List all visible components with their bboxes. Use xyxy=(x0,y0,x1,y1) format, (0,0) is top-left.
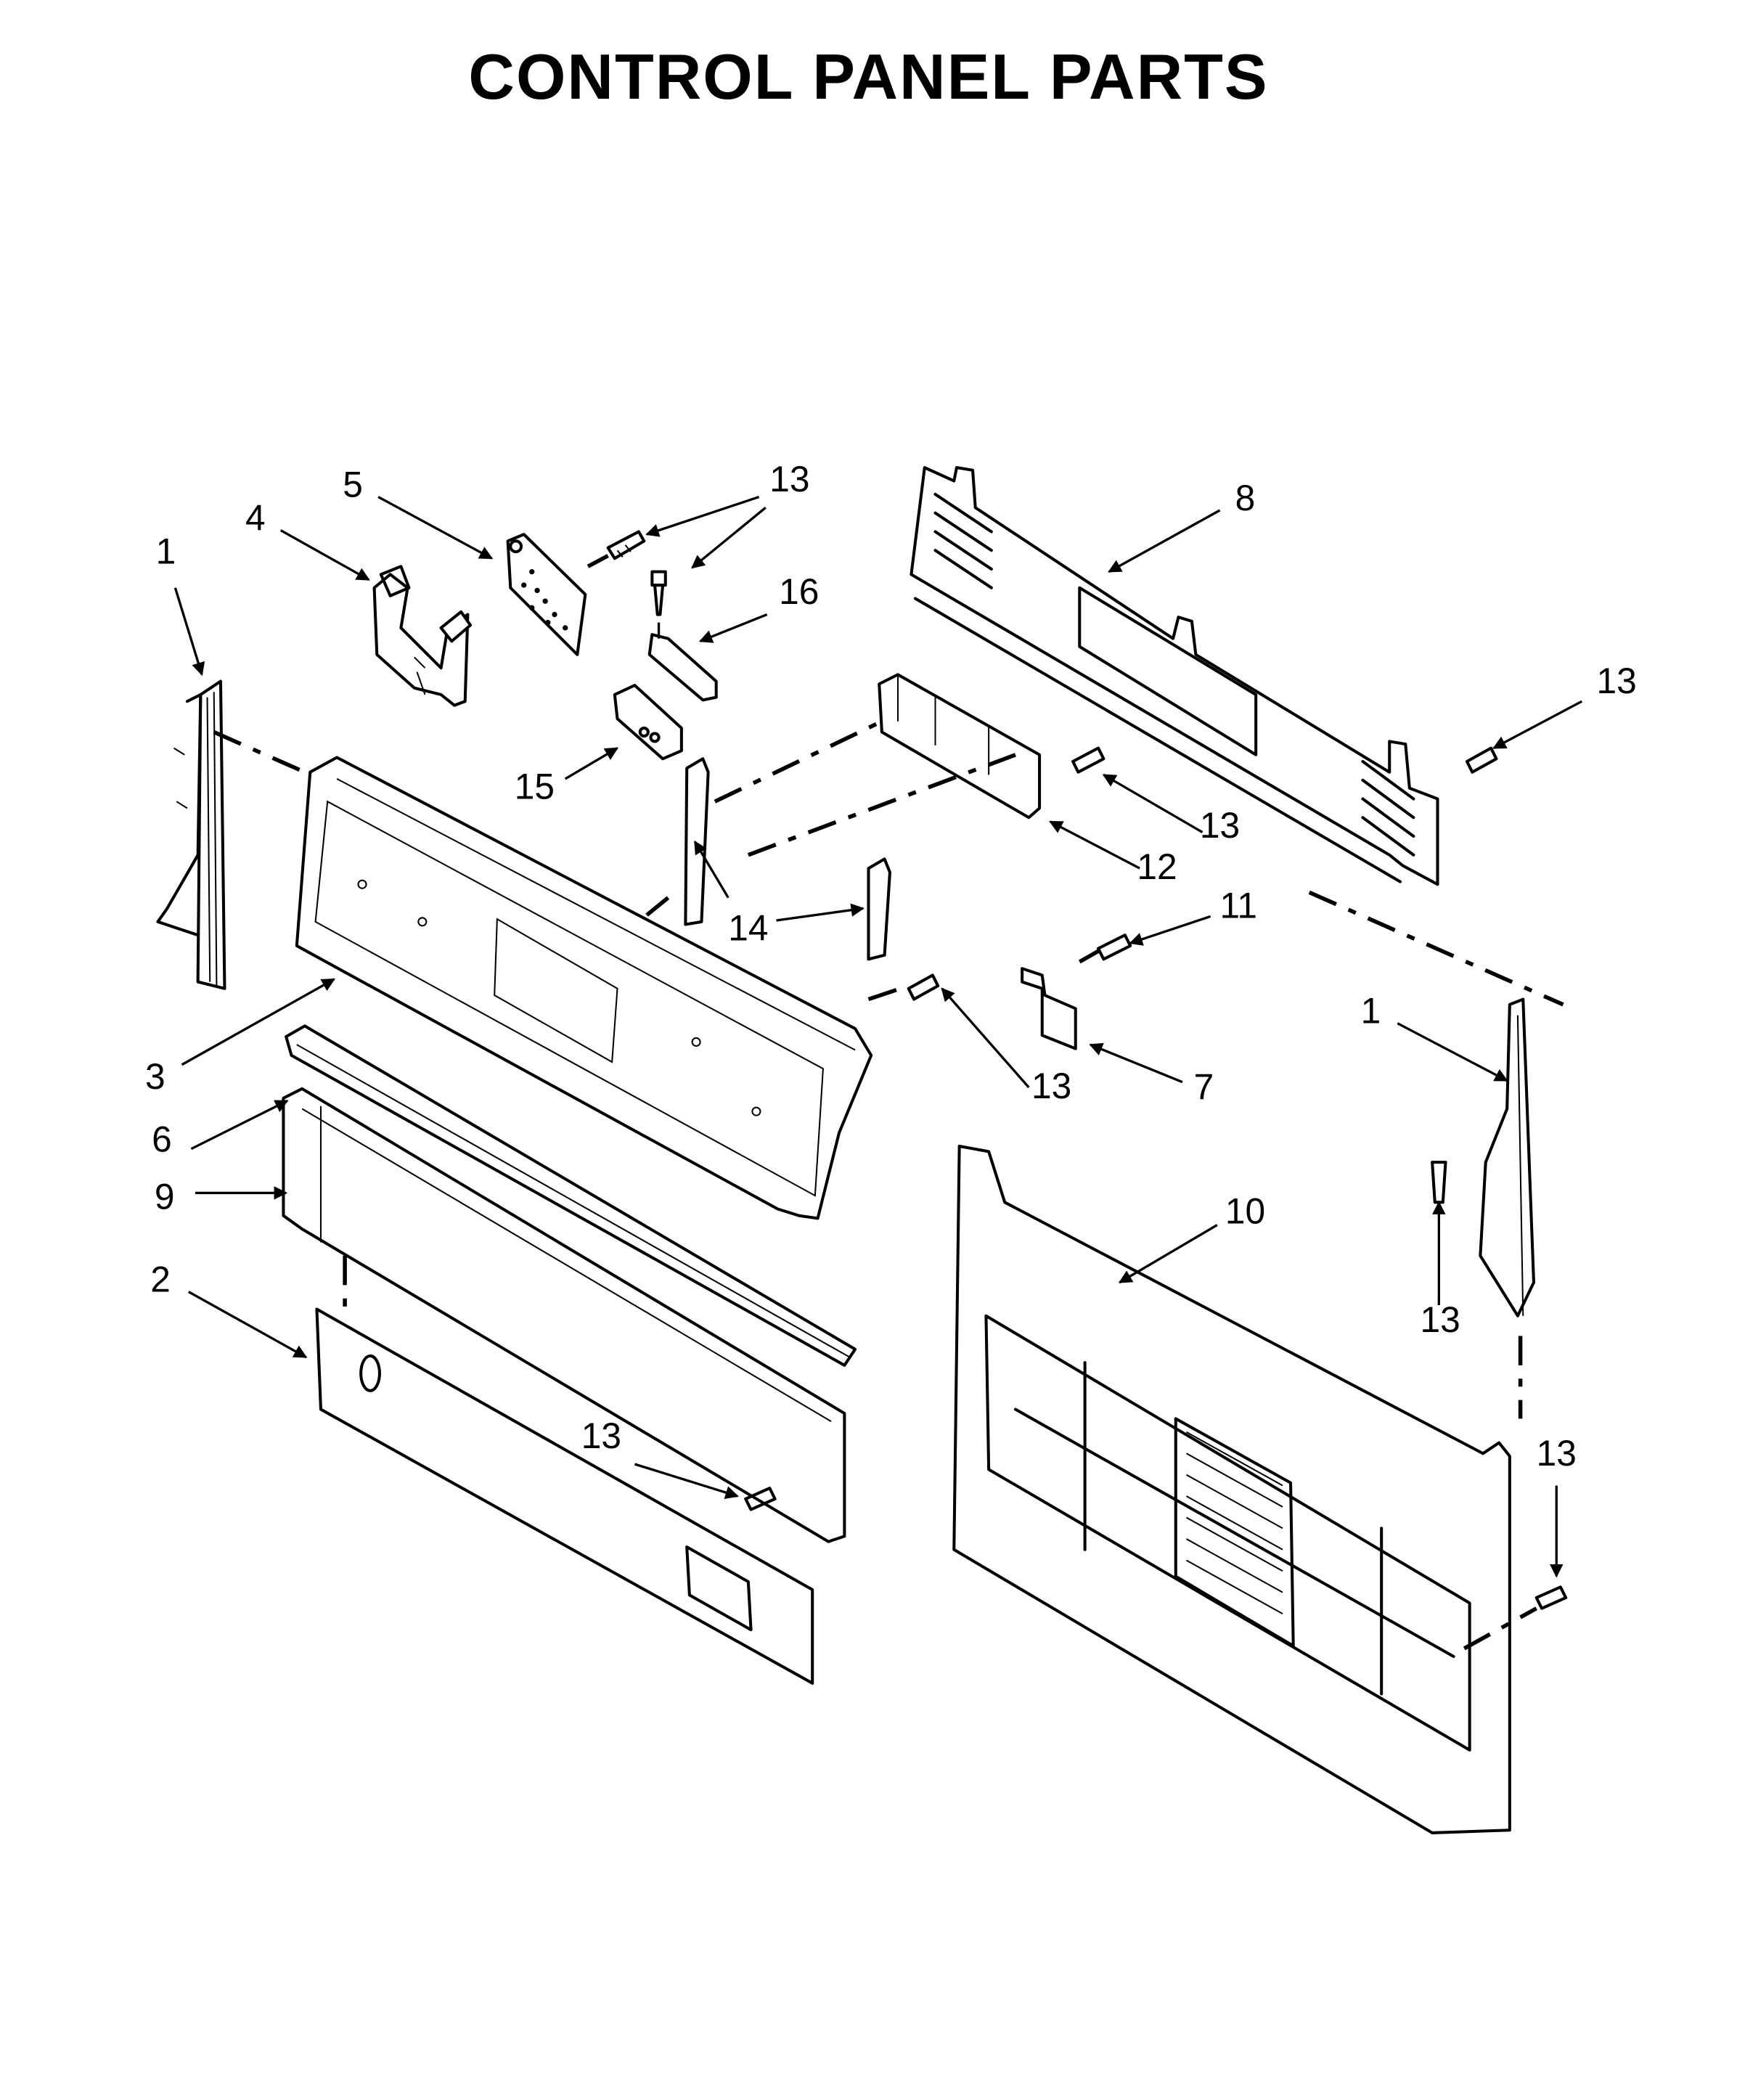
callout-11: 11 xyxy=(1219,885,1257,926)
leader-lines xyxy=(173,496,1583,1578)
part-11-screw xyxy=(1078,933,1132,964)
callout-16: 16 xyxy=(779,571,819,612)
part-13-screw-b xyxy=(650,570,667,639)
callout-13-right-shield: 13 xyxy=(1596,661,1636,701)
callout-13-module: 13 xyxy=(1200,805,1240,846)
assembly-guide-lines xyxy=(213,719,1564,1651)
callout-12: 12 xyxy=(1137,846,1177,887)
part-16-mounting-plate xyxy=(647,633,718,702)
callout-13-top: 13 xyxy=(769,459,809,499)
callout-1-right: 1 xyxy=(1361,991,1381,1031)
callout-7: 7 xyxy=(1194,1067,1214,1108)
callout-2: 2 xyxy=(150,1259,171,1300)
callout-5: 5 xyxy=(343,465,363,505)
callout-labels: 1 4 5 13 16 15 8 13 13 12 14 11 3 13 7 1… xyxy=(145,459,1637,1474)
callout-10: 10 xyxy=(1225,1191,1265,1232)
part-13-screw-h xyxy=(1534,1585,1568,1610)
part-13-screw-g xyxy=(744,1487,777,1511)
callout-13-channel: 13 xyxy=(581,1415,621,1456)
callout-6: 6 xyxy=(152,1119,172,1159)
callout-13-panel: 13 xyxy=(1031,1066,1071,1106)
callout-9: 9 xyxy=(155,1176,175,1217)
part-10-back-panel xyxy=(952,1144,1511,1834)
part-13-screw-a xyxy=(587,530,646,568)
callout-14: 14 xyxy=(728,908,768,949)
callout-15: 15 xyxy=(515,767,555,807)
part-6-front-trim-strip xyxy=(285,1024,857,1367)
part-13-screw-c xyxy=(1071,746,1105,774)
diagram-title: CONTROL PANEL PARTS xyxy=(468,41,1269,113)
part-1-left-side-bracket xyxy=(156,679,226,990)
part-1-right-side-bracket xyxy=(1479,997,1536,1317)
part-7-clip-bracket xyxy=(1021,967,1077,1050)
part-4-board-bracket xyxy=(372,565,473,707)
part-5-interface-board xyxy=(506,533,587,656)
part-8-rear-panel-shield xyxy=(910,466,1439,886)
callout-3: 3 xyxy=(145,1056,165,1097)
callout-13-back-panel: 13 xyxy=(1537,1433,1577,1474)
part-9-support-channel xyxy=(282,1087,846,1543)
callout-13-right-bracket: 13 xyxy=(1421,1299,1460,1340)
callout-8: 8 xyxy=(1235,478,1256,518)
part-12-control-module xyxy=(878,673,1042,820)
part-3-control-panel xyxy=(295,756,873,1220)
callout-1-left: 1 xyxy=(156,531,176,572)
part-15-switch-block xyxy=(613,684,683,761)
part-13-screw-d xyxy=(1465,746,1498,774)
part-14-panel-brackets xyxy=(684,757,891,961)
part-13-screw-e xyxy=(907,973,940,1001)
part-13-screw-f xyxy=(1431,1161,1447,1204)
part-2-lower-rear-cover xyxy=(315,1307,814,1685)
callout-4: 4 xyxy=(245,498,266,539)
